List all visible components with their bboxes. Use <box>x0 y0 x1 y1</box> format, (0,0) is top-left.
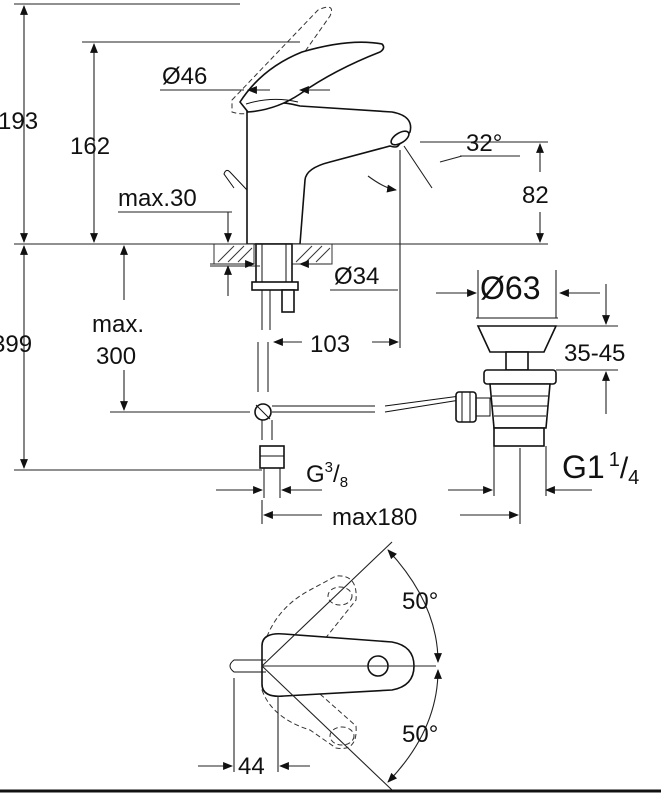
label-82: 82 <box>522 182 549 209</box>
handle-joint <box>245 98 299 105</box>
label-103: 103 <box>310 331 350 358</box>
linkage-nut <box>455 391 477 423</box>
label-max-30: max.30 <box>118 185 197 212</box>
faucet-side-view <box>213 6 461 498</box>
label-diameter-63: Ø63 <box>480 270 540 306</box>
deck-section <box>213 243 333 265</box>
lever-main <box>261 632 415 698</box>
dimension-lines <box>14 3 618 524</box>
label-193: 193 <box>0 108 38 135</box>
waste-assembly <box>455 317 558 447</box>
label-max180: max180 <box>332 504 417 531</box>
label-399: 399 <box>0 331 32 358</box>
waste-plug <box>476 325 558 353</box>
threaded-shank <box>255 243 293 287</box>
waste-tailpiece <box>493 427 545 447</box>
hose-connector <box>259 445 285 469</box>
label-300: 300 <box>96 343 136 370</box>
handle-lever <box>239 41 385 113</box>
waste-flange <box>483 369 557 385</box>
spout-tip <box>390 130 410 146</box>
label-50-top: 50° <box>402 588 438 615</box>
label-32-degrees: 32° <box>466 130 502 157</box>
lever-plan-view <box>198 541 442 791</box>
label-diameter-34: Ø34 <box>334 263 379 290</box>
label-35-45: 35-45 <box>564 340 625 367</box>
label-44: 44 <box>238 753 265 780</box>
pop-up-lever <box>223 169 248 191</box>
dimension-labels: 193 162 Ø46 32° 82 max.30 Ø34 Ø63 35-45 … <box>0 63 639 780</box>
label-thread-g38: G3/8 <box>306 459 348 491</box>
mounting-nut <box>251 281 299 291</box>
label-50-bottom: 50° <box>402 721 438 748</box>
label-diameter-46: Ø46 <box>162 63 207 90</box>
label-162: 162 <box>70 133 110 160</box>
faucet-body <box>246 101 412 245</box>
supply-hose <box>257 290 273 440</box>
label-max: max. <box>92 311 144 338</box>
